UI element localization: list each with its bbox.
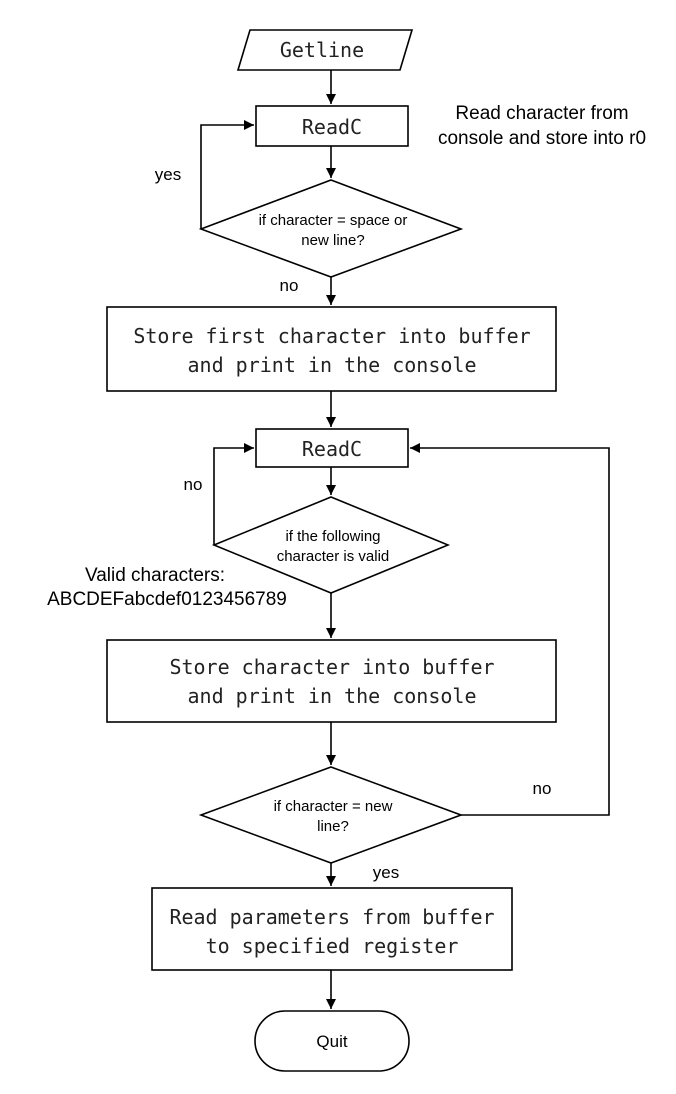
decision3-line1: if character = new <box>274 798 393 815</box>
decision1-no-label: no <box>280 276 299 295</box>
valid-note-line1: Valid characters: <box>85 565 225 586</box>
arrow-decision3-no-loop <box>410 443 610 816</box>
store-first-line2: and print in the console <box>188 353 477 377</box>
decision-newline: if character = new line? <box>198 766 464 864</box>
store-char-line2: and print in the console <box>188 684 477 708</box>
decision2-line1: if the following <box>285 528 380 545</box>
read1-note: Read character from console and store in… <box>438 103 646 149</box>
decision-space-or-newline: if character = space or new line? <box>198 179 464 278</box>
end-node-quit: Quit <box>254 1010 410 1072</box>
read-params-line1: Read parameters from buffer <box>169 905 494 929</box>
arrow-decision2-no-loop <box>213 443 254 545</box>
quit-label: Quit <box>316 1032 347 1051</box>
read1-note-line1: Read character from <box>455 103 628 124</box>
store-char-line1: Store character into buffer <box>169 655 494 679</box>
arrow-decision1-yes-loop <box>200 120 254 229</box>
read-params-line2: to specified register <box>206 934 459 958</box>
process-read1: ReadC <box>255 105 409 147</box>
start-node-getline: Getline <box>236 29 414 71</box>
decision1-line1: if character = space or <box>259 212 408 229</box>
valid-note-line2: ABCDEFabcdef0123456789 <box>47 589 287 610</box>
read1-note-line2: console and store into r0 <box>438 128 646 149</box>
process-store-first: Store first character into buffer and pr… <box>106 306 557 392</box>
valid-characters-note: Valid characters: ABCDEFabcdef0123456789 <box>47 565 287 610</box>
process-store-char: Store character into buffer and print in… <box>106 639 557 723</box>
process-read-params: Read parameters from buffer to specified… <box>151 887 513 971</box>
decision3-line2: line? <box>317 818 349 835</box>
process-read2: ReadC <box>255 428 409 468</box>
decision1-yes-label: yes <box>155 165 181 184</box>
decision3-no-label: no <box>533 779 552 798</box>
read2-label: ReadC <box>302 437 362 461</box>
decision3-yes-label: yes <box>373 863 399 882</box>
decision-valid-character: if the following character is valid <box>211 496 451 594</box>
read1-label: ReadC <box>302 115 362 139</box>
decision2-no-label: no <box>184 475 203 494</box>
store-first-line1: Store first character into buffer <box>133 324 530 348</box>
start-label: Getline <box>280 38 364 62</box>
decision1-line2: new line? <box>301 232 364 249</box>
decision2-line2: character is valid <box>277 548 390 565</box>
